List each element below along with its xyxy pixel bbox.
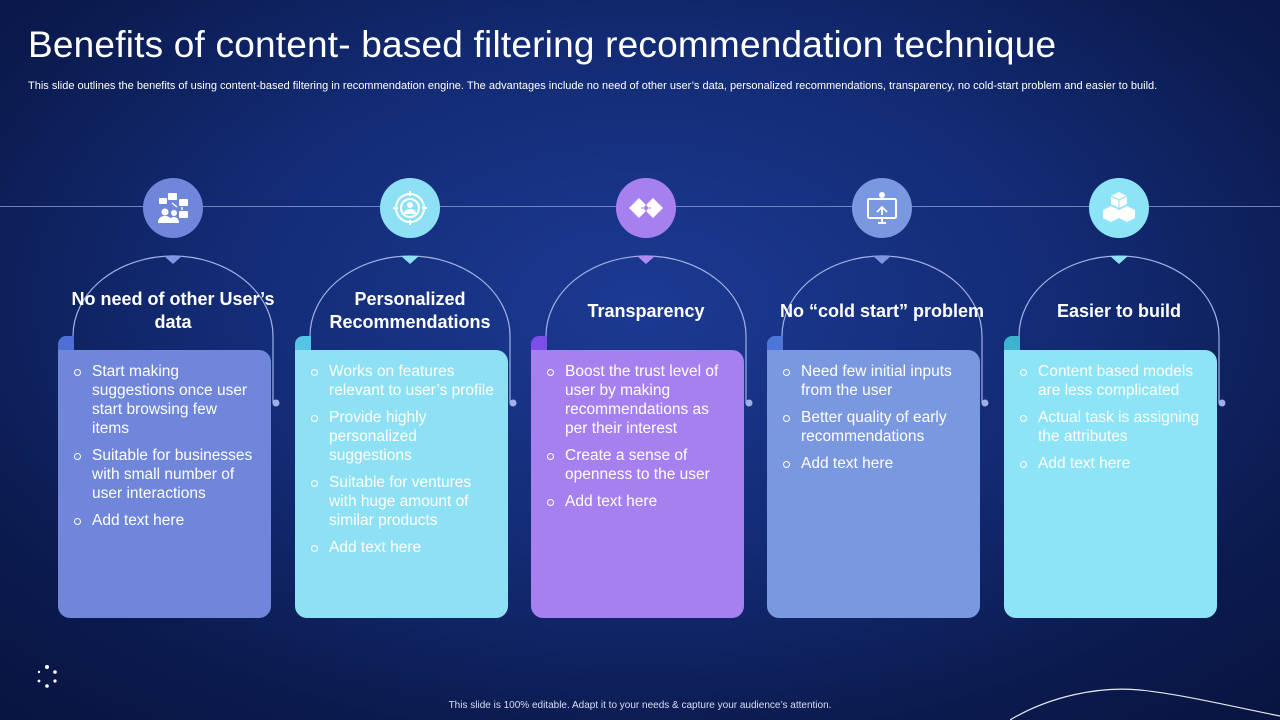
card-tab — [295, 336, 311, 350]
list-item: Boost the trust level of user by making … — [545, 362, 730, 438]
slide-subtitle: This slide outlines the benefits of usin… — [28, 80, 1158, 92]
slide-title: Benefits of content- based filtering rec… — [28, 24, 1057, 65]
list-item: Provide highly personalized suggestions — [309, 408, 494, 465]
cubes-icon — [1089, 178, 1149, 238]
card-tab — [767, 336, 783, 350]
loading-dots-icon — [37, 665, 57, 688]
list-item: Suitable for businesses with small numbe… — [72, 446, 257, 503]
monitor-user-icon — [852, 178, 912, 238]
list-item: Add text here — [72, 511, 257, 530]
list-item: Add text here — [1018, 454, 1203, 473]
list-item: Suitable for ventures with huge amount o… — [309, 473, 494, 530]
diamond-network-icon — [616, 178, 676, 238]
users-files-icon — [143, 178, 203, 238]
pointer-marker — [873, 256, 891, 264]
decorative-swoosh — [1010, 688, 1280, 720]
list-item: Start making suggestions once user start… — [72, 362, 257, 438]
list-item: Add text here — [545, 492, 730, 511]
list-item: Add text here — [309, 538, 494, 557]
benefit-card: Works on features relevant to user’s pro… — [295, 350, 508, 618]
list-item: Actual task is assigning the attributes — [1018, 408, 1203, 446]
pointer-marker — [637, 256, 655, 264]
benefit-column-4: No “cold start” problem Need few initial… — [767, 178, 989, 620]
benefit-heading: Easier to build — [1056, 300, 1182, 321]
benefit-heading: Transparency — [587, 300, 705, 321]
benefit-card: Need few initial inputs from the user Be… — [767, 350, 980, 618]
list-item: Add text here — [781, 454, 966, 473]
pointer-marker — [1110, 256, 1128, 264]
card-tab — [531, 336, 547, 350]
benefit-card: Start making suggestions once user start… — [58, 350, 271, 618]
list-item: Content based models are less complicate… — [1018, 362, 1203, 400]
list-item: Works on features relevant to user’s pro… — [309, 362, 494, 400]
pointer-marker — [401, 256, 419, 264]
list-item: Create a sense of openness to the user — [545, 446, 730, 484]
benefit-heading: Personalized Recommendations — [329, 289, 491, 332]
benefit-column-3: Transparency Boost the trust level of us… — [531, 178, 753, 620]
benefit-card: Boost the trust level of user by making … — [531, 350, 744, 618]
benefit-column-5: Easier to build Content based models are… — [1004, 178, 1226, 620]
benefit-heading: No need of other User’s data — [71, 289, 275, 332]
card-tab — [1004, 336, 1020, 350]
pointer-marker — [164, 256, 182, 264]
benefit-column-2: Personalized Recommendations Works on fe… — [295, 178, 517, 620]
benefit-heading: No “cold start” problem — [779, 300, 985, 321]
card-tab — [58, 336, 74, 350]
footer-note: This slide is 100% editable. Adapt it to… — [448, 700, 832, 711]
target-user-icon — [380, 178, 440, 238]
benefit-column-1: No need of other User’s data Start makin… — [58, 178, 280, 620]
list-item: Need few initial inputs from the user — [781, 362, 966, 400]
benefit-card: Content based models are less complicate… — [1004, 350, 1217, 618]
list-item: Better quality of early recommendations — [781, 408, 966, 446]
